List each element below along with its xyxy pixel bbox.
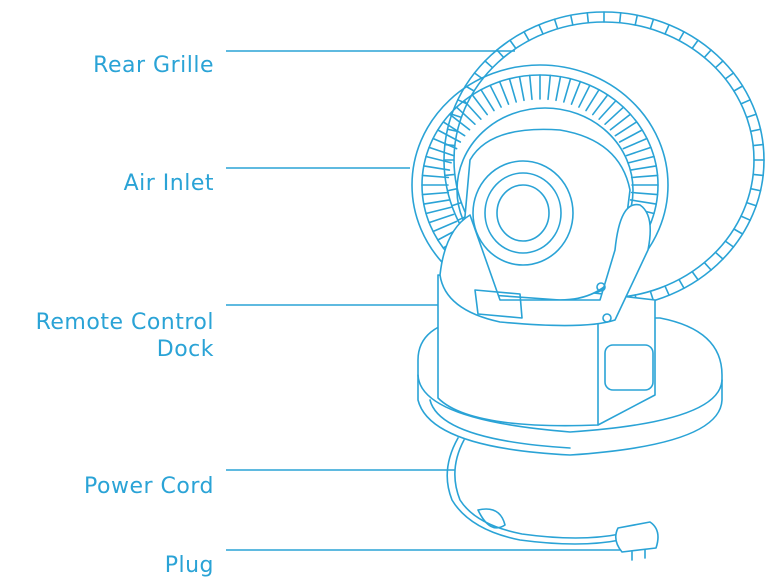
grille-bar — [508, 77, 517, 103]
rear-grille-bar — [446, 187, 459, 192]
rear-grille-bar — [740, 99, 751, 105]
rear-grille-bar — [618, 12, 622, 24]
grille-bar — [625, 146, 652, 157]
grille-bar — [555, 75, 562, 102]
grille-bar — [563, 77, 572, 103]
grille-bar — [421, 174, 450, 179]
grille-bar — [432, 220, 458, 233]
grille-bar — [598, 99, 617, 120]
grille-bar — [442, 121, 466, 137]
grille-bar — [614, 121, 638, 137]
rear-grille-bar — [473, 72, 484, 80]
rear-grille-bar — [703, 261, 712, 271]
rear-grille-bar — [714, 251, 724, 260]
grille-bar — [518, 75, 525, 102]
label-rear-grille: Rear Grille — [93, 53, 214, 78]
rear-grille-bar — [457, 99, 468, 105]
rear-grille-bar — [745, 201, 757, 207]
grille-bar — [609, 113, 632, 131]
grille-bar — [628, 155, 655, 164]
rear-grille-bar — [538, 23, 544, 35]
grille-bar — [425, 155, 452, 164]
grille-bar — [489, 84, 502, 108]
rear-grille-bar — [733, 228, 744, 235]
rear-grille-bar — [664, 23, 670, 35]
rear-grille-bar — [509, 39, 517, 50]
grille-bar — [547, 74, 552, 101]
rear-grille-bar — [678, 278, 685, 289]
remote-control-dock — [474, 289, 523, 319]
rear-grille-bar — [634, 14, 639, 26]
grille-bar — [448, 113, 471, 131]
rear-grille-bar — [733, 85, 744, 92]
grille-bar — [629, 165, 658, 171]
grille-bar — [629, 199, 658, 205]
grille-bar — [432, 137, 458, 150]
rear-grille-bar — [724, 240, 735, 248]
rear-grille-bar — [523, 31, 530, 42]
grille-bar — [630, 174, 659, 179]
grille-bar — [422, 165, 451, 171]
grille-bar — [591, 94, 609, 116]
rear-grille-bar — [444, 143, 456, 147]
grille-bar — [437, 129, 462, 143]
grille-bar — [422, 199, 451, 205]
rear-grille-bar — [714, 60, 724, 69]
rear-grille-bar — [464, 85, 475, 92]
grille-bar — [585, 88, 600, 112]
grille-bar — [498, 80, 510, 105]
label-plug: Plug — [164, 553, 214, 578]
rear-grille-bar — [749, 128, 762, 133]
rear-grille-bar — [451, 201, 463, 207]
rear-grille-bar — [444, 173, 456, 177]
grille-bar — [618, 129, 643, 143]
rear-grille-bar — [691, 270, 699, 281]
rear-grille-bar — [553, 18, 559, 30]
grille-bar — [425, 206, 452, 215]
rear-grille-bar — [451, 113, 463, 119]
rear-grille-bar — [586, 12, 590, 24]
grille-bar — [428, 213, 455, 224]
rear-grille-bar — [496, 49, 505, 59]
grille-bar — [570, 80, 582, 105]
rear-grille-bar — [740, 215, 751, 221]
rear-grille-bar — [724, 72, 735, 80]
rear-grille-bar — [678, 31, 685, 42]
rear-grille-bar — [569, 14, 574, 26]
grille-bar — [604, 106, 625, 125]
grille-bar — [455, 106, 476, 125]
grille-bar — [528, 74, 533, 101]
grille-bar — [480, 88, 495, 112]
rear-grille-bar — [664, 285, 670, 297]
rear-grille-bar — [752, 173, 764, 177]
rear-grille-bar — [691, 39, 699, 50]
grille-bar — [630, 191, 659, 196]
rear-grille-bar — [703, 49, 712, 59]
label-remote-dock: Dock — [156, 337, 214, 362]
support-arm — [439, 203, 651, 327]
grille-bar — [471, 94, 489, 116]
power-cord — [446, 437, 621, 545]
rear-grille-bar — [749, 187, 762, 192]
grille-bar — [421, 191, 450, 196]
rear-grille-bar — [446, 128, 459, 133]
rear-grille-bar — [745, 113, 757, 119]
label-remote-control: Remote Control — [35, 310, 214, 335]
grille-bar — [622, 137, 648, 150]
label-power-cord: Power Cord — [84, 474, 214, 499]
grille-bar — [428, 146, 455, 157]
rear-grille-bar — [649, 18, 655, 30]
label-air-inlet: Air Inlet — [123, 171, 214, 196]
grille-bar — [578, 84, 591, 108]
plug — [614, 521, 659, 553]
rear-grille-bar — [484, 60, 494, 69]
rear-grille-bar — [752, 143, 764, 147]
fan-illustration — [411, 11, 765, 561]
